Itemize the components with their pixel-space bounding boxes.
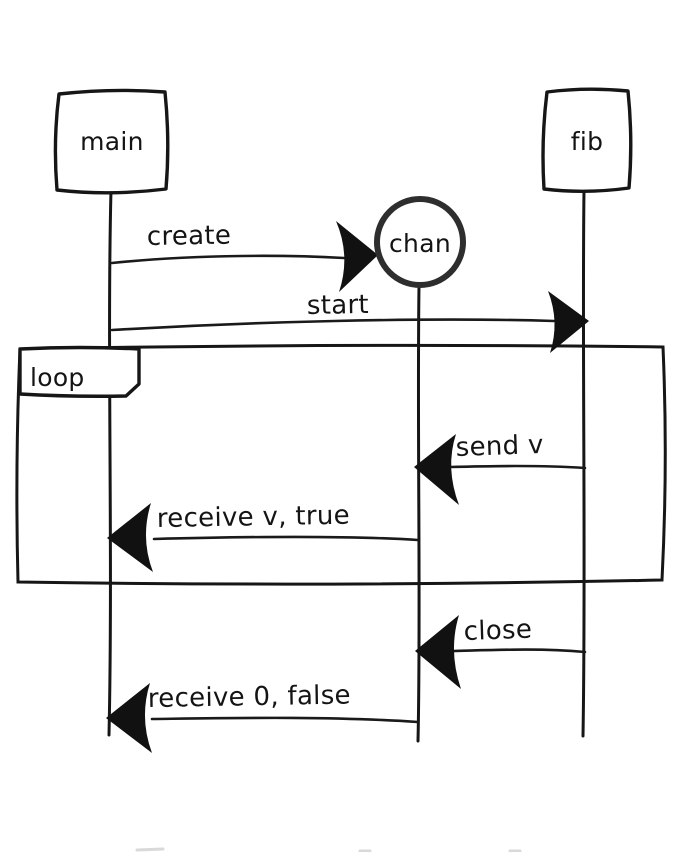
faint-mark-1	[135, 847, 165, 852]
create-arrow-line	[110, 254, 346, 265]
message-create: create	[110, 221, 378, 292]
create-label: create	[147, 221, 232, 252]
message-send-v: send v	[414, 430, 587, 505]
message-start: start	[110, 290, 589, 353]
bottom-edge-faint-marks	[135, 847, 522, 852]
lifeline-fib	[581, 188, 586, 738]
receive-v-true-arrowhead-icon	[107, 503, 153, 572]
send-v-arrowhead-icon	[414, 434, 459, 505]
loop-label-pentagon	[18, 345, 141, 398]
message-close: close	[415, 615, 587, 689]
receive-0-false-arrow-line	[150, 716, 420, 724]
close-arrowhead-icon	[415, 615, 461, 689]
receive-0-false-arrowhead-icon	[106, 683, 152, 753]
message-receive-0-false: receive 0, false	[106, 680, 420, 753]
chan-circle	[374, 196, 466, 288]
loop-label: loop	[30, 363, 85, 392]
close-arrow-line	[451, 648, 587, 654]
lifeline-main	[107, 188, 113, 737]
main-box	[53, 88, 170, 195]
fib-box-label: fib	[571, 127, 604, 156]
start-arrow-line	[110, 318, 556, 332]
receive-v-true-arrow-line	[152, 535, 420, 542]
chan-circle-label: chan	[389, 229, 451, 258]
participant-fib: fib	[541, 87, 633, 193]
loop-fragment-border	[15, 343, 667, 586]
loop-fragment: loop	[15, 343, 667, 586]
create-arrowhead-icon	[336, 221, 378, 292]
receive-v-true-label: receive v, true	[157, 501, 351, 534]
start-label: start	[307, 290, 370, 321]
message-receive-v-true: receive v, true	[107, 501, 420, 572]
participant-main: main	[53, 88, 170, 195]
send-v-label: send v	[455, 430, 544, 463]
receive-0-false-label: receive 0, false	[148, 680, 351, 714]
main-box-label: main	[80, 127, 144, 156]
close-label: close	[463, 615, 532, 647]
send-v-arrow-line	[448, 464, 587, 470]
fib-box	[541, 87, 633, 193]
lifeline-chan	[416, 284, 421, 743]
participant-chan: chan	[374, 196, 466, 288]
start-arrowhead-icon	[548, 291, 589, 353]
